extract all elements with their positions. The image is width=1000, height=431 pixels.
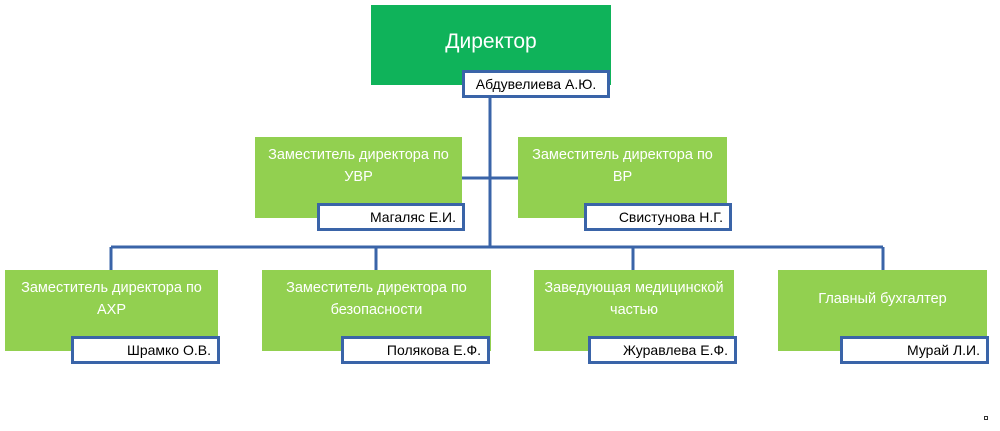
deputy-vr-name: Свистунова Н.Г. [584,203,732,231]
deputy-ahr-name: Шрамко О.В. [71,336,220,364]
director-name: Абдувелиева А.Ю. [462,70,610,98]
deputy-vr-title: Заместитель директора по ВР [532,147,713,185]
deputy-security-title: Заместитель директора по безопасности [286,280,467,318]
deputy-security-name: Полякова Е.Ф. [341,336,490,364]
head-medical-title: Заведующая медицинской частью [544,280,724,318]
head-medical-name: Журавлева Е.Ф. [588,336,737,364]
chief-accountant-title: Главный бухгалтер [818,290,947,307]
director-title: Директор [445,29,537,53]
resize-handle [984,416,988,420]
deputy-ahr-title: Заместитель директора по АХР [21,280,202,318]
deputy-uvr-title: Заместитель директора по УВР [268,147,449,185]
deputy-vr-box: Заместитель директора по ВР [518,137,727,218]
chief-accountant-name: Мурай Л.И. [840,336,989,364]
deputy-uvr-name: Магаляс Е.И. [317,203,465,231]
